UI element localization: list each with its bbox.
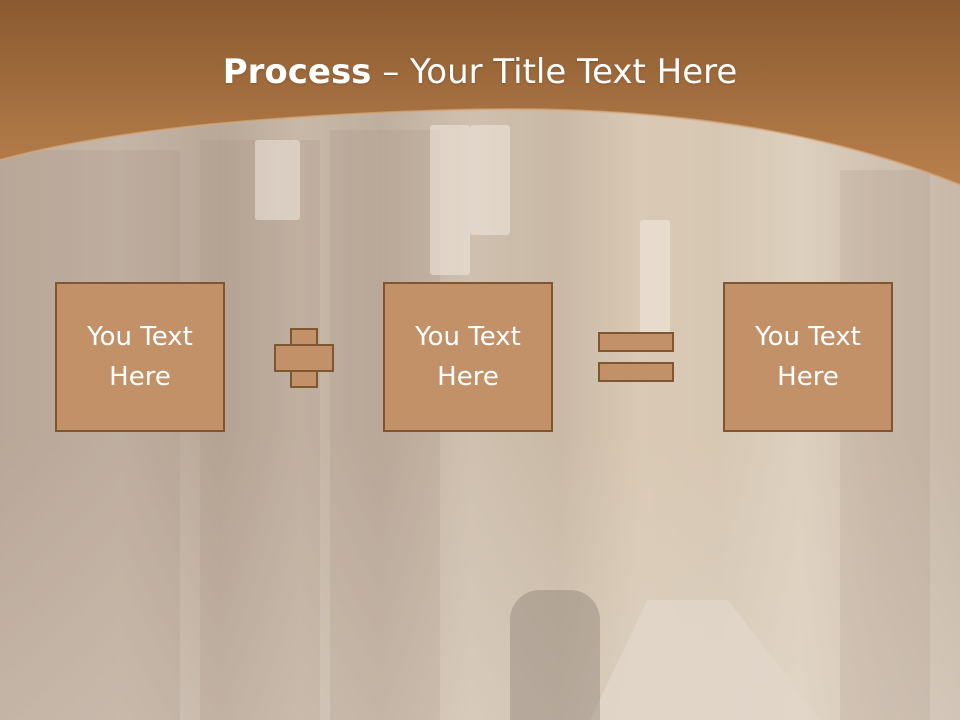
process-box-3[interactable]: You Text Here [723, 282, 893, 432]
process-box-1[interactable]: You Text Here [55, 282, 225, 432]
process-box-1-text: You Text Here [87, 322, 193, 392]
title-regular: – Your Title Text Here [371, 52, 738, 92]
header-band [0, 0, 960, 186]
process-box-2[interactable]: You Text Here [383, 282, 553, 432]
title-bold: Process [222, 52, 372, 92]
process-box-2-text: You Text Here [415, 322, 521, 392]
slide-title: Process – Your Title Text Here [0, 52, 960, 92]
process-box-3-text: You Text Here [755, 322, 861, 392]
